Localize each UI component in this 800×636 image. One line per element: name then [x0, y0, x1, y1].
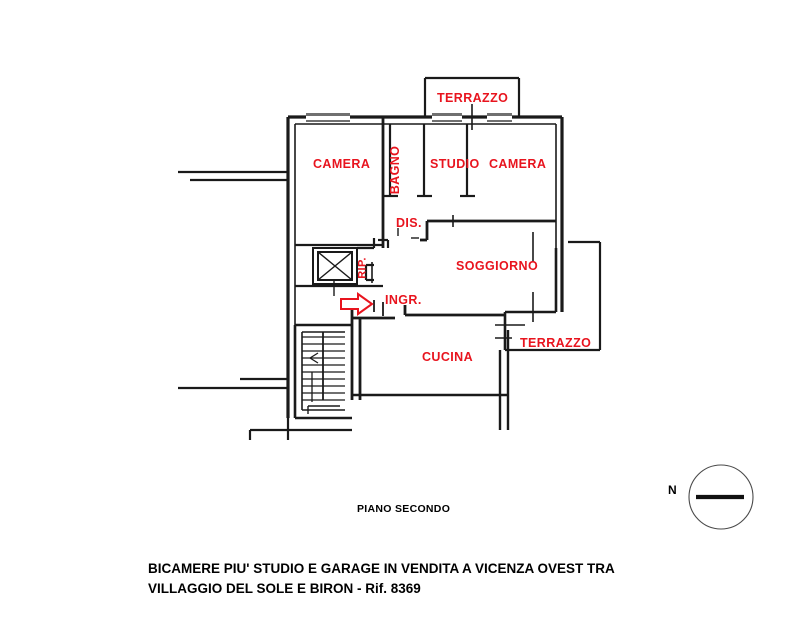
room-label-dis: DIS.	[396, 216, 422, 230]
entry-arrow-right	[340, 292, 374, 316]
compass-north-label: N	[668, 483, 677, 497]
terrazzo-right-inner-wall	[503, 248, 558, 350]
door-ticks-misc	[397, 228, 419, 239]
cucina-left-wall	[350, 318, 362, 400]
room-label-studio: STUDIO	[430, 157, 480, 171]
elevator-shaft-x	[317, 251, 353, 281]
staircase-enclosure	[293, 323, 352, 420]
caption-line-2: VILLAGGIO DEL SOLE E BIRON - Rif. 8369	[148, 580, 421, 596]
terrazzo-right-outline	[505, 240, 602, 352]
room-label-camera-left: CAMERA	[313, 157, 371, 171]
listing-caption: BICAMERE PIU' STUDIO E GARAGE IN VENDITA…	[148, 559, 768, 598]
dis-corridor-walls	[378, 238, 390, 248]
elevator-landing-walls	[295, 243, 383, 288]
plan-title: PIANO SECONDO	[357, 503, 451, 515]
room-label-soggiorno: SOGGIORNO	[456, 259, 539, 273]
room-label-rip: RIP.	[356, 257, 369, 279]
staircase-direction-arrow	[309, 352, 319, 402]
partition-soggiorno-ingresso	[403, 305, 445, 317]
room-label-terrazzo-top: TERRAZZO	[437, 91, 509, 105]
room-label-bagno: BAGNO	[387, 145, 402, 195]
room-label-cucina: CUCINA	[422, 350, 474, 364]
room-label-ingresso: INGR.	[385, 293, 422, 307]
caption-line-1: BICAMERE PIU' STUDIO E GARAGE IN VENDITA…	[148, 561, 615, 576]
cucina-right-wall	[498, 330, 510, 430]
terrazzo-right-door-ticks	[495, 232, 534, 339]
partition-studio-camera	[460, 124, 475, 198]
left-wall-extension-upper	[178, 170, 288, 182]
ingresso-door-jambs	[373, 300, 384, 316]
stair-access-walls	[248, 418, 352, 440]
room-label-camera-right: CAMERA	[489, 157, 547, 171]
window-sills-top	[306, 113, 512, 122]
left-wall-extension-lower	[178, 377, 288, 390]
terrazzo-top-outline	[423, 76, 521, 118]
compass-rose	[688, 464, 754, 530]
partition-camera-bagno	[383, 124, 398, 198]
partition-bagno-studio	[417, 124, 432, 198]
room-label-terrazzo-right: TERRAZZO	[520, 336, 592, 350]
compass-circle	[688, 464, 754, 530]
elevator-shaft-box	[312, 247, 358, 285]
partition-bedroom-band-bottom	[420, 219, 556, 242]
staircase-landing-outline	[307, 405, 340, 414]
